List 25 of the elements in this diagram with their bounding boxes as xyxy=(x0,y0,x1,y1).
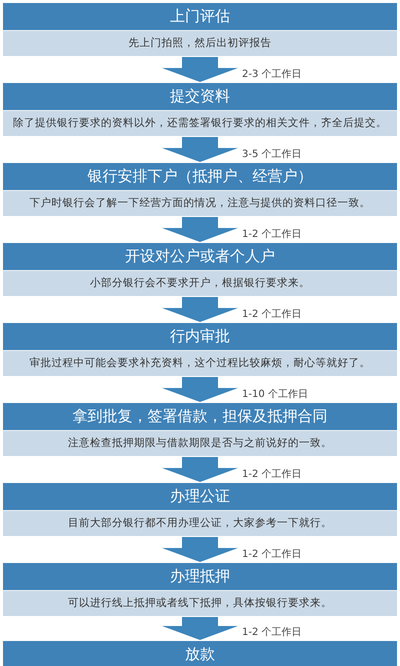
step-description: 可以进行线上抵押或者线下抵押，具体按银行要求来。 xyxy=(3,590,397,616)
step-heading: 办理抵押 xyxy=(3,563,397,590)
step-description: 下户时银行会了解一下经营方面的情况，注意与提供的资料口径一致。 xyxy=(3,190,397,216)
step-description: 先上门拍照，然后出初评报告 xyxy=(3,30,397,56)
step-heading: 提交资料 xyxy=(3,83,397,110)
down-arrow xyxy=(162,377,238,402)
down-arrow xyxy=(162,217,238,242)
step-description: 小部分银行会不要求开户，根据银行要求来。 xyxy=(3,270,397,296)
step-description: 审批过程中可能会要求补充资料，这个过程比较麻烦，耐心等就好了。 xyxy=(3,350,397,376)
down-arrow xyxy=(162,297,238,322)
step-description: 除了提供银行要求的资料以外，还需签署银行要求的相关文件，齐全后提交。 xyxy=(3,110,397,136)
step-heading: 开设对公户或者个人户 xyxy=(3,243,397,270)
down-arrow xyxy=(162,617,238,640)
step-heading: 行内审批 xyxy=(3,323,397,350)
step-heading: 办理公证 xyxy=(3,483,397,510)
down-arrow xyxy=(162,137,238,162)
down-arrow xyxy=(162,57,238,82)
step-description: 注意检查抵押期限与借款期限是否与之前说好的一致。 xyxy=(3,430,397,456)
step-heading: 上门评估 xyxy=(3,3,397,30)
step-heading: 放款 xyxy=(3,641,397,666)
step-description: 目前大部分银行都不用办理公证，大家参考一下就行。 xyxy=(3,510,397,536)
step-heading: 银行安排下户（抵押户、经营户） xyxy=(3,163,397,190)
step-heading: 拿到批复，签署借款，担保及抵押合同 xyxy=(3,403,397,430)
down-arrow xyxy=(162,457,238,482)
down-arrow xyxy=(162,537,238,562)
